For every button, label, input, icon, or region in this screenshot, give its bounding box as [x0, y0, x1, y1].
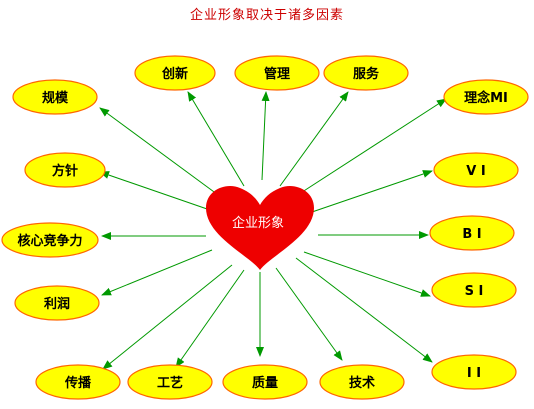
arrow-to-gongyi	[175, 269, 245, 368]
node-ellipse	[24, 152, 106, 188]
node-vi: V I	[433, 152, 519, 188]
node-label: 传播	[64, 375, 92, 391]
arrow-to-ii	[295, 257, 433, 363]
node-guimo: 规模	[12, 79, 98, 115]
arrow-to-fuwu	[279, 91, 349, 187]
arrow-to-chuanbo	[102, 264, 233, 370]
node-ellipse	[127, 364, 213, 400]
node-label: 核心竞争力	[17, 233, 82, 249]
node-si: S I	[431, 272, 517, 308]
node-ellipse	[1, 222, 99, 258]
node-label: B I	[462, 227, 481, 242]
node-gongyi: 工艺	[127, 364, 213, 400]
node-ellipse	[429, 215, 515, 251]
node-ellipse	[234, 55, 320, 91]
node-fuwu: 服务	[323, 55, 409, 91]
node-label: S I	[465, 284, 484, 299]
node-ellipse	[12, 79, 98, 115]
node-jishu: 技术	[319, 364, 405, 400]
node-label: 利润	[44, 296, 70, 312]
node-label: 创新	[161, 66, 188, 82]
node-ellipse	[443, 79, 529, 115]
node-ellipse	[35, 364, 121, 400]
node-label: V I	[466, 164, 485, 179]
center-heart: 企业形象	[206, 186, 314, 270]
arrow-to-guanli	[261, 91, 270, 181]
arrow-to-linian	[295, 98, 447, 197]
node-label: 方针	[52, 163, 78, 179]
node-zhiliang: 质量	[222, 364, 308, 400]
node-chuangxin: 创新	[134, 55, 216, 91]
node-ellipse	[222, 364, 308, 400]
node-chuanbo: 传播	[35, 364, 121, 400]
arrow-to-guimo	[99, 107, 226, 201]
node-label: 质量	[252, 375, 278, 391]
arrow-to-fangzhen	[99, 171, 211, 211]
node-label: 服务	[353, 66, 380, 82]
node-lirun: 利润	[14, 285, 100, 321]
node-fangzhen: 方针	[24, 152, 106, 188]
node-guanli: 管理	[234, 55, 320, 91]
arrow-to-si	[303, 251, 431, 297]
center-label: 企业形象	[232, 215, 284, 231]
node-label: 工艺	[157, 375, 183, 391]
node-ellipse	[14, 285, 100, 321]
arrow-to-jishu	[275, 267, 343, 361]
node-bi: B I	[429, 215, 515, 251]
node-ellipse	[319, 364, 405, 400]
node-ellipse	[323, 55, 409, 91]
heart-shape	[206, 186, 314, 270]
node-label: 理念MI	[464, 90, 508, 106]
node-label: 技术	[349, 375, 375, 391]
node-ii: I I	[431, 354, 517, 390]
node-hexin: 核心竞争力	[1, 222, 99, 258]
node-label: 规模	[42, 90, 69, 106]
node-ellipse	[431, 272, 517, 308]
node-linian: 理念MI	[443, 79, 529, 115]
node-ellipse	[134, 55, 216, 91]
arrow-to-chuangxin	[187, 91, 245, 187]
arrows-group	[99, 91, 447, 370]
arrow-to-vi	[311, 170, 433, 213]
arrow-to-lirun	[101, 249, 213, 296]
node-label: 管理	[264, 66, 290, 82]
node-ellipse	[431, 354, 517, 390]
node-label: I I	[467, 366, 481, 381]
diagram-title: 企业形象取决于诸多因素	[189, 8, 344, 23]
node-ellipse	[433, 152, 519, 188]
